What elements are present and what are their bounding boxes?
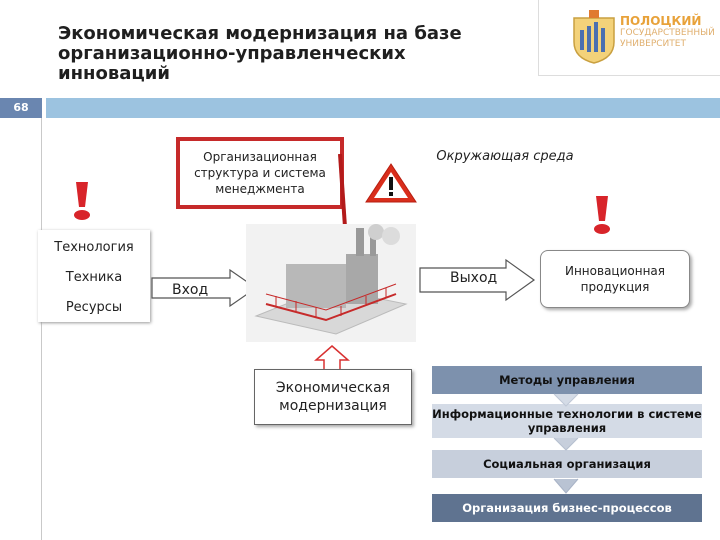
level-social-organization: Социальная организация [432,450,702,478]
left-divider [41,118,42,540]
factory-image [246,224,416,342]
environment-label: Окружающая среда [436,149,574,164]
resource-item: Техника [65,270,123,285]
resource-item: Ресурсы [65,300,123,315]
page-number: 68 [0,98,42,118]
logo-line-1: ПОЛОЦКИЙ [620,14,702,28]
level-information-technologies: Информационные технологии в системе упра… [432,404,702,438]
level-management-methods: Методы управления [432,366,702,394]
resource-item: Технология [54,240,134,255]
input-label: Вход [172,282,209,298]
output-arrow [419,258,536,302]
economic-modernization-box: Экономическая модернизация [254,369,412,425]
exclamation-icon [74,182,90,220]
org-structure-box: Организационная структура и система мене… [176,137,344,209]
university-logo [538,0,720,76]
crest-icon [573,10,615,64]
slide-title: Экономическая модернизация на базе орган… [58,23,462,84]
logo-text: ПОЛОЦКИЙ ГОСУДАРСТВЕННЫЙ УНИВЕРСИТЕТ [620,14,715,50]
chevron-down-icon [553,393,579,407]
output-label: Выход [450,270,498,286]
level-business-processes: Организация бизнес-процессов [432,494,702,522]
warning-icon [365,163,417,203]
resources-box: Технология Техника Ресурсы [38,230,150,322]
input-arrow [151,268,258,308]
chevron-down-icon [553,437,579,451]
up-arrow [314,345,350,371]
innovation-product-box: Инновационная продукция [540,250,690,308]
header-bar [46,98,720,118]
logo-line-2: ГОСУДАРСТВЕННЫЙ [620,28,715,38]
exclamation-icon [594,196,610,234]
logo-line-3: УНИВЕРСИТЕТ [620,39,686,49]
chevron-down-icon [553,478,579,494]
